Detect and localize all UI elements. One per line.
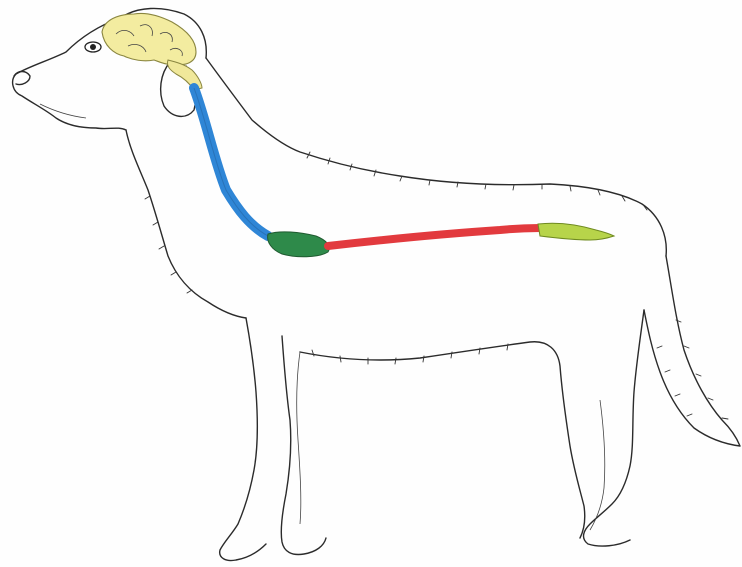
dog-neck-front-outline xyxy=(126,130,246,318)
dog-outline xyxy=(13,8,740,560)
nervous-system xyxy=(102,13,614,256)
dog-back-outline xyxy=(206,58,666,256)
thoracolumbar-cord-region xyxy=(328,228,540,246)
lumbosacral-cord-region xyxy=(538,223,614,240)
dog-tail-outline xyxy=(644,256,740,446)
brain-region xyxy=(102,13,196,64)
dog-belly-outline xyxy=(300,342,585,538)
cervicothoracic-intumescence-region xyxy=(268,232,330,257)
dog-hind-leg-outline xyxy=(584,310,644,546)
cervical-cord-region xyxy=(194,88,268,236)
eye-icon xyxy=(85,42,101,52)
